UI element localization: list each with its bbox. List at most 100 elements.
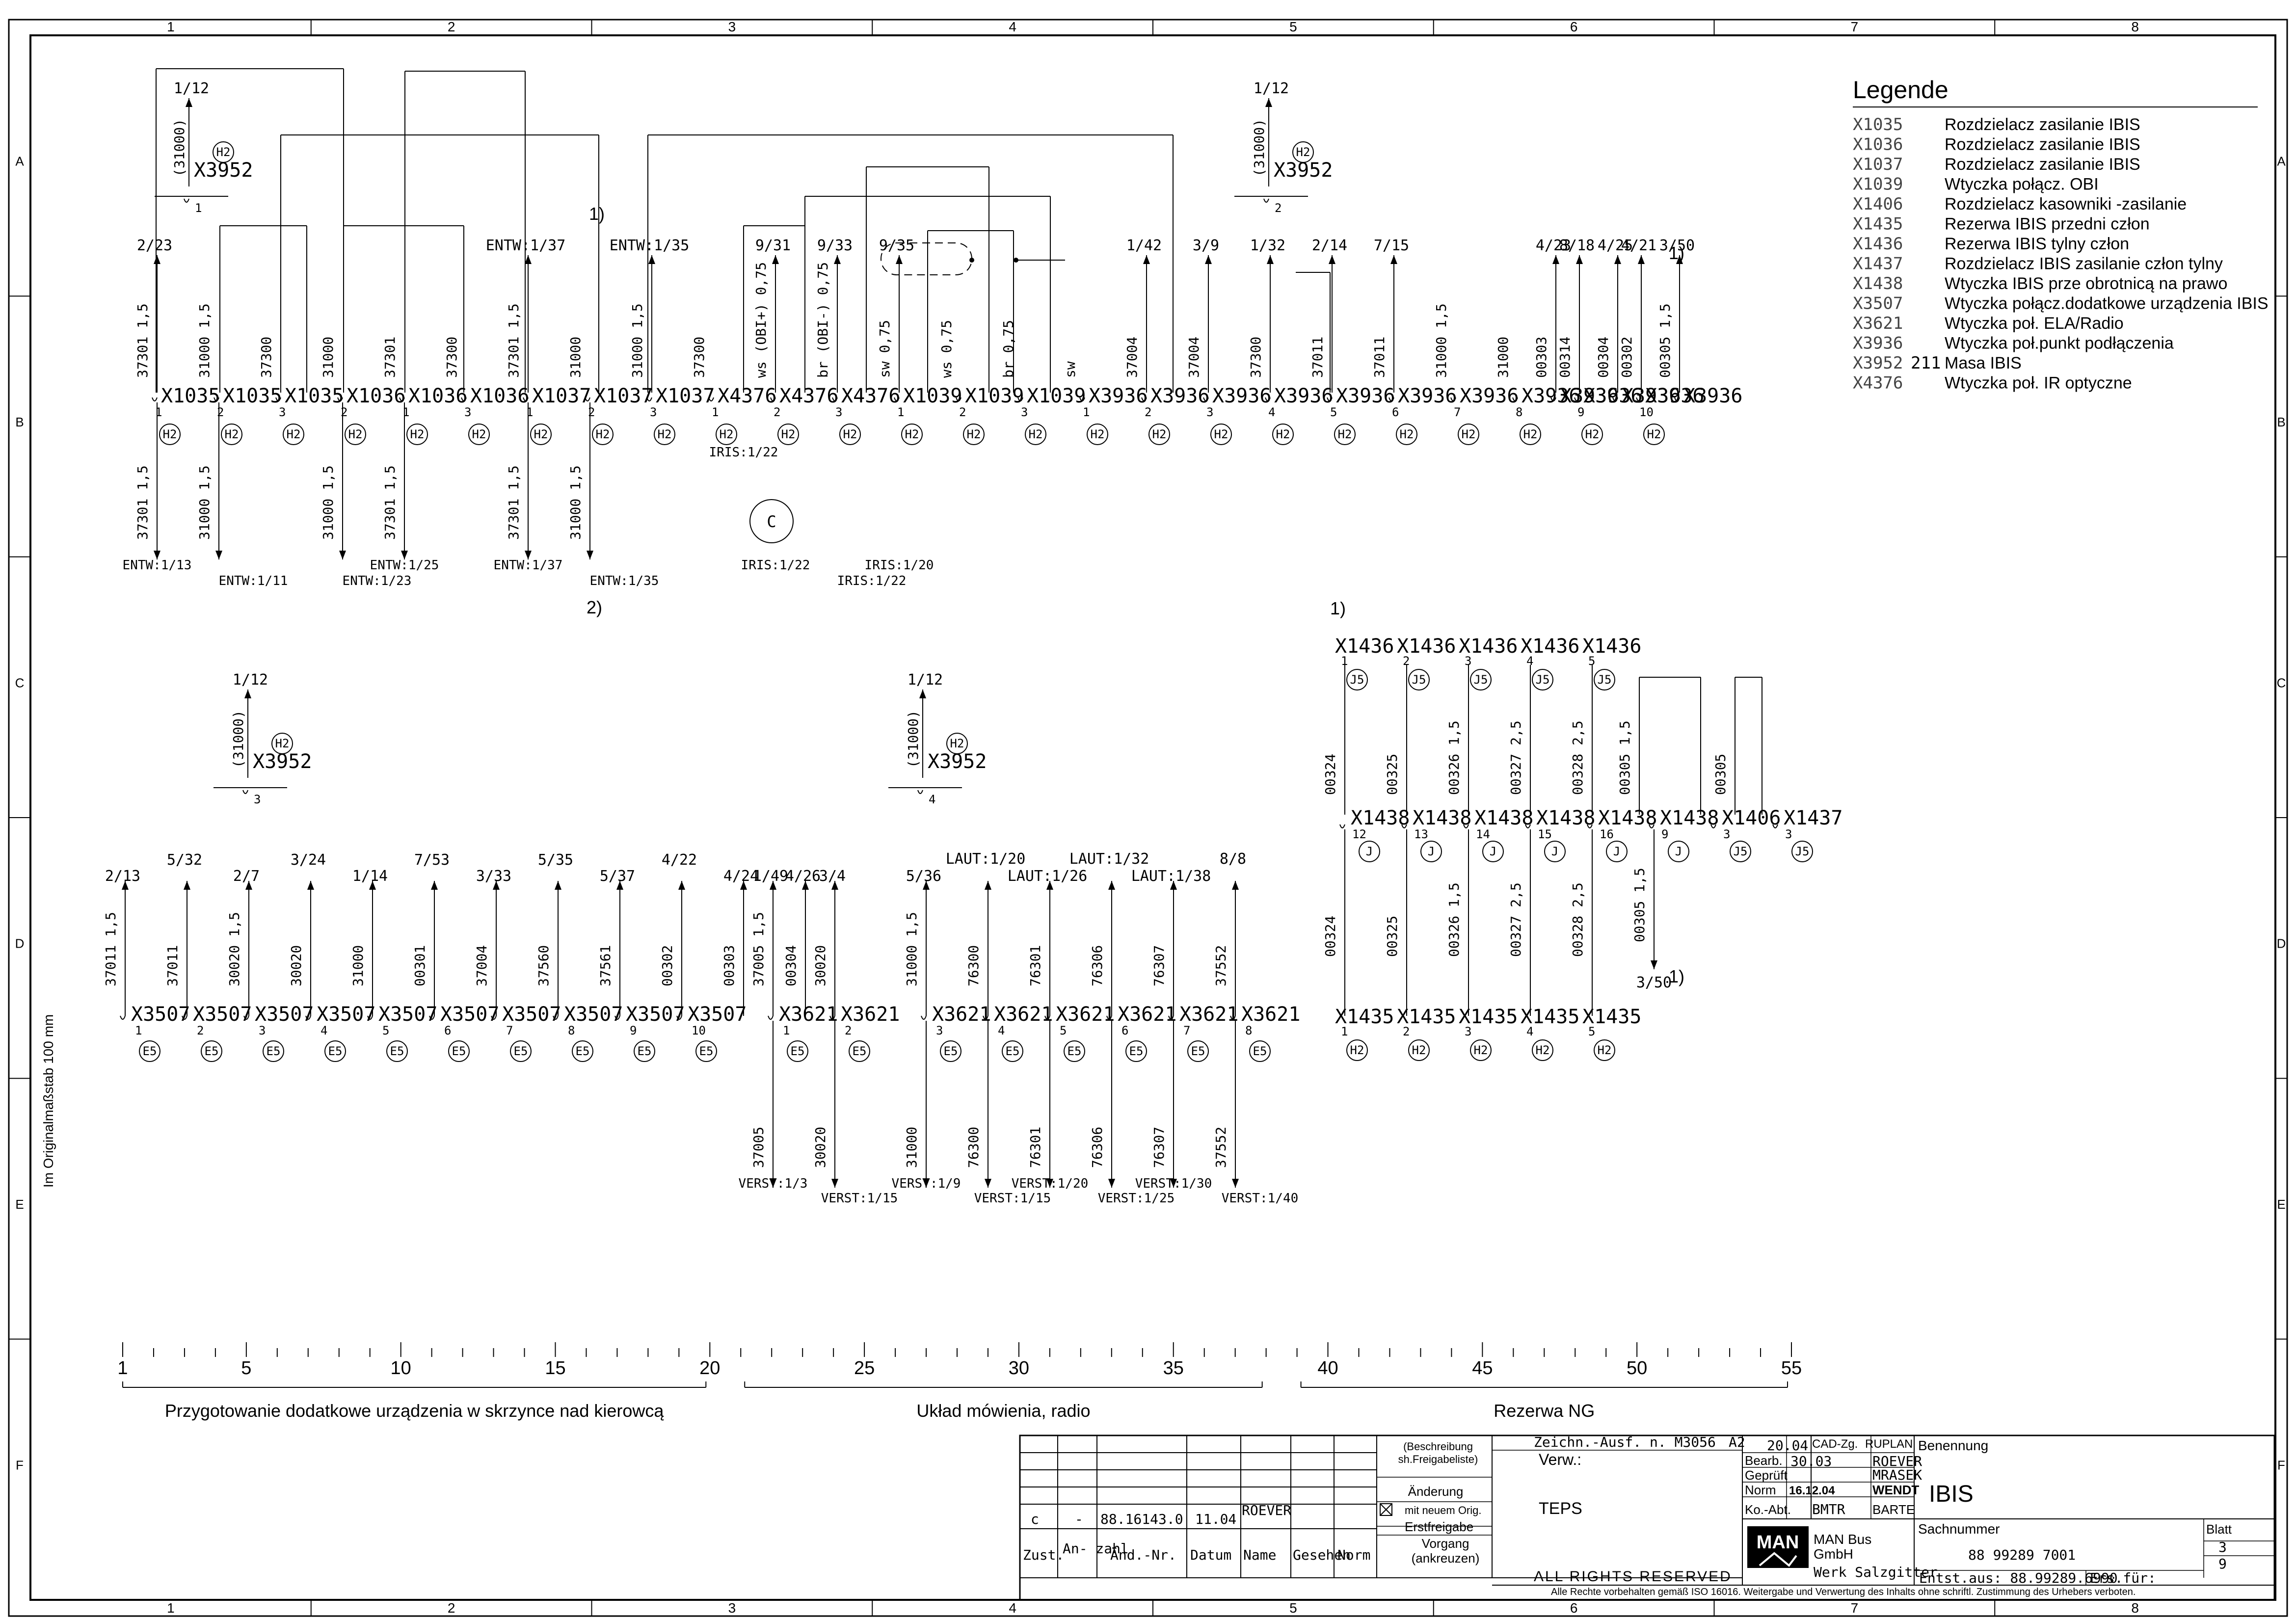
wire-up: 31000 1,5 — [196, 303, 213, 378]
ref-up: 4/26 — [785, 868, 821, 885]
wire-down: 76307 — [1151, 1127, 1167, 1168]
connector-pin-icon — [553, 1015, 559, 1020]
location-label: E5 — [205, 1044, 219, 1058]
wire-lower: 00305 1,5 — [1631, 868, 1648, 942]
ref-down: VERST:1/9 — [892, 1176, 961, 1191]
arrow-down-icon — [401, 551, 408, 559]
location-marker-icon — [201, 1040, 222, 1062]
connector-pin-icon — [399, 397, 405, 401]
rev-count: - — [1075, 1511, 1083, 1527]
blatt: Blatt — [2206, 1522, 2232, 1537]
connector-pin: 6 — [444, 1024, 451, 1037]
wire-up: 31000 1,5 — [629, 303, 645, 378]
legend-code: X1437 — [1853, 254, 1903, 274]
location-marker-icon — [1470, 1039, 1492, 1061]
connector-pin: 3 — [1465, 1025, 1471, 1038]
location-label: J5 — [1536, 673, 1550, 687]
ref-down: VERST:1/3 — [739, 1176, 808, 1191]
connector-code: X1036 — [408, 385, 467, 407]
connector-code: X1039 — [965, 385, 1024, 407]
location-label: H2 — [1091, 427, 1105, 441]
location-label: E5 — [853, 1044, 867, 1058]
legend-text: Wtyczka poł.punkt podłączenia — [1945, 334, 2174, 353]
location-marker-icon — [1730, 841, 1751, 862]
connector-code: X1435 — [1582, 1006, 1641, 1028]
connector-pin-icon — [429, 1015, 435, 1020]
connector-pin: 6 — [1121, 1024, 1128, 1037]
ref-up: 7/15 — [1374, 237, 1409, 254]
row-label: B — [15, 415, 24, 429]
connector-pin: 1 — [526, 405, 533, 419]
connector-code: X1036 — [470, 385, 529, 407]
location-marker-icon — [1187, 1040, 1209, 1062]
connector-code: X1438 — [1413, 807, 1471, 829]
connector-pin: 4 — [1526, 1025, 1533, 1038]
wire-up: 76307 — [1151, 945, 1167, 986]
man-logo-text: MAN — [1757, 1532, 1799, 1553]
connector-pin-icon — [1339, 824, 1345, 828]
location-marker-icon — [448, 1040, 470, 1062]
connector-pin: 2 — [1403, 654, 1410, 668]
connector-pin: 15 — [1538, 827, 1552, 841]
neuem-checkbox[interactable] — [1380, 1503, 1392, 1516]
gepr-name: MRASEK — [1872, 1467, 1922, 1483]
connector-pin: 7 — [1183, 1024, 1190, 1037]
location-label: H2 — [1462, 427, 1476, 441]
legend-code: X3952 — [1853, 353, 1903, 373]
lower-wire: 00325 — [1384, 829, 1407, 1016]
connector-pin: 2 — [197, 1024, 204, 1037]
connector-pin-icon — [676, 1015, 682, 1020]
location-marker-icon — [695, 1040, 717, 1062]
arrow-down-icon — [154, 551, 160, 559]
connector-pin-icon — [829, 1015, 835, 1020]
connector-code: X1035 — [161, 385, 220, 407]
footnote-bottom: 1) — [1669, 966, 1684, 986]
sachnummer: Sachnummer — [1918, 1521, 2000, 1537]
connector-code: X1435 — [1521, 1006, 1579, 1028]
lion-icon — [1759, 1552, 1797, 1567]
connector-pin-icon — [1327, 397, 1333, 401]
connector-code: X4376 — [841, 385, 900, 407]
location-label: J — [1675, 845, 1682, 858]
connector-pin-icon — [1512, 397, 1518, 401]
connector-pin-icon — [1450, 397, 1456, 401]
ref-up: 4/24 — [723, 868, 759, 885]
connector-pin: 4 — [320, 1024, 327, 1037]
location-label: H2 — [596, 427, 610, 441]
connector-pin-icon — [1168, 1015, 1174, 1020]
connector-code: X1438 — [1660, 807, 1719, 829]
legend-code: X3621 — [1853, 314, 1903, 333]
lower-wire: 00305 1,5 — [1631, 829, 1657, 969]
location-marker-icon — [1064, 1040, 1085, 1062]
location-marker-icon — [271, 733, 293, 754]
ref-down: ENTW:1/35 — [590, 574, 659, 588]
wire-down: 76300 — [965, 1127, 982, 1168]
location-marker-icon — [1272, 424, 1294, 445]
row-label: C — [2277, 675, 2286, 690]
location-marker-icon — [1210, 424, 1232, 445]
legend-text: Wtyczka poł. IR optyczne — [1945, 374, 2132, 393]
location-label: E5 — [791, 1044, 805, 1058]
wire-up: 37561 — [597, 945, 614, 986]
location-marker-icon — [654, 424, 675, 445]
connector-pin: 3 — [1021, 405, 1028, 419]
descr: (Beschreibung sh.Freigabeliste) — [1398, 1440, 1478, 1465]
connector-code: X3621 — [1241, 1003, 1300, 1026]
